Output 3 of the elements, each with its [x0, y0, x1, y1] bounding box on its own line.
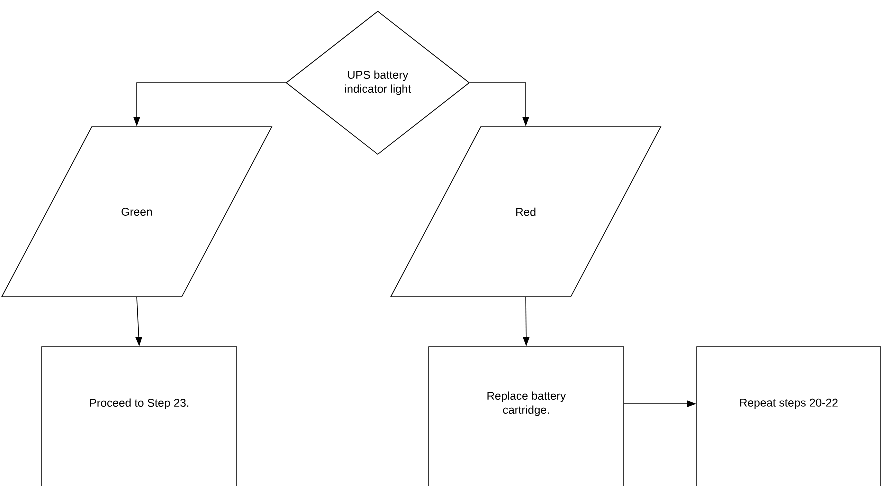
- process-box: Proceed to Step 23.: [42, 346, 238, 486]
- process-box: Repeat steps 20-22: [696, 346, 881, 486]
- process-box: Replace battery cartridge.: [428, 346, 624, 486]
